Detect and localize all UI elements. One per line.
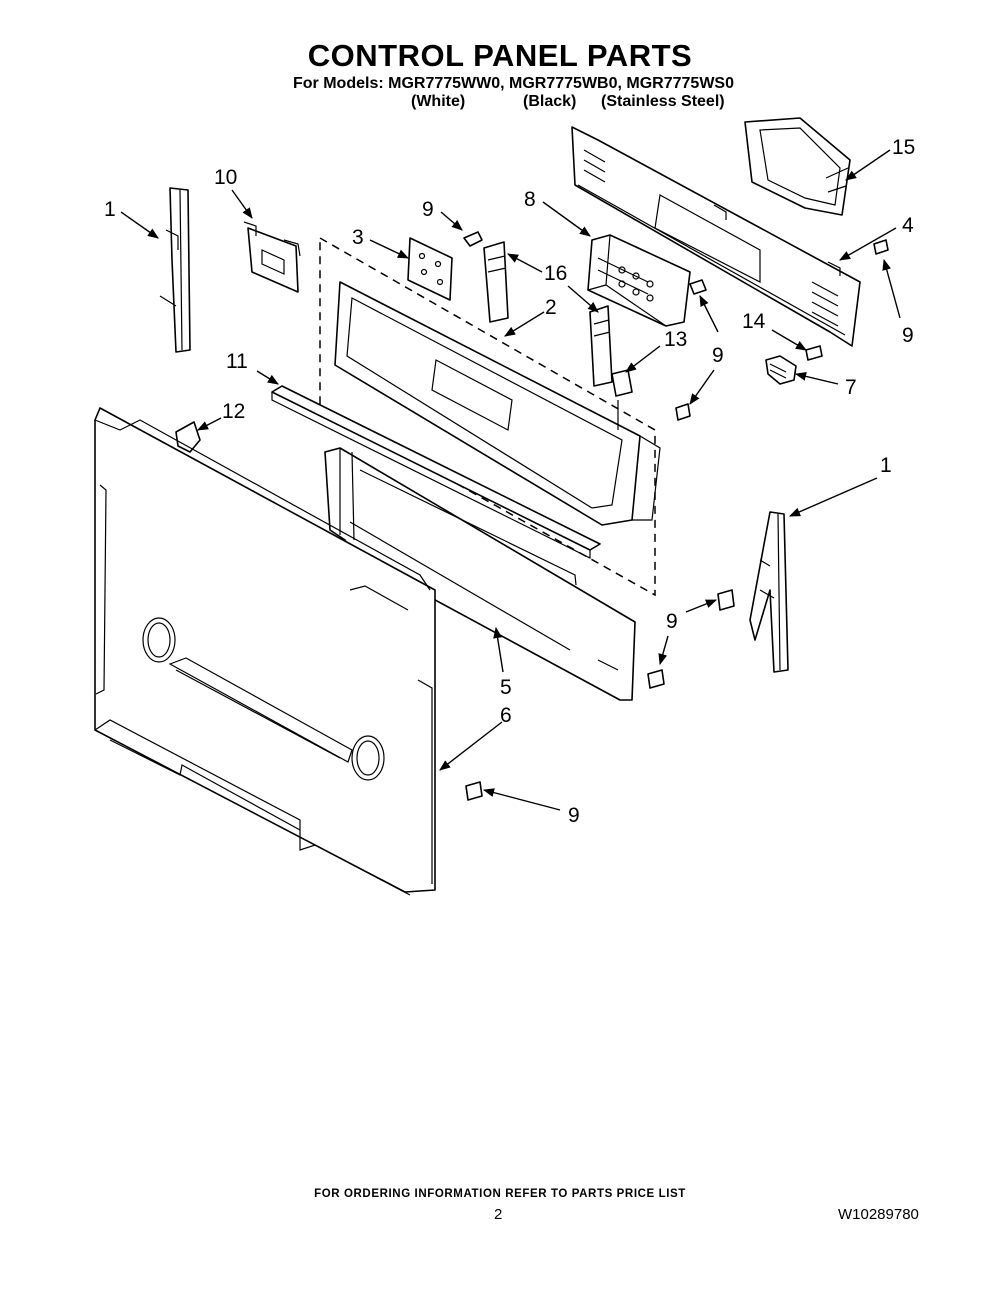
leader-lines <box>120 149 901 811</box>
part-2-control-panel <box>334 281 661 526</box>
part-11-trim-strip <box>271 385 601 559</box>
part-15-vent-bracket <box>744 117 851 216</box>
part-13-switch <box>611 369 633 430</box>
part-10-bracket <box>243 221 301 293</box>
part-8-electronic-control <box>587 234 691 327</box>
callout-7: 7 <box>845 376 857 399</box>
screw-parts <box>463 231 889 801</box>
callout-9-bottom: 9 <box>568 804 580 827</box>
part-5-channel <box>324 447 636 701</box>
part-7-clip <box>765 355 797 385</box>
part-16-ribbon-cables <box>483 241 613 387</box>
callout-4: 4 <box>902 214 914 237</box>
part-1-left-bracket <box>159 187 191 353</box>
part-6-front-panel <box>94 407 436 896</box>
part-12-clip <box>175 421 201 453</box>
page-number: 2 <box>494 1206 503 1223</box>
ordering-note: FOR ORDERING INFORMATION REFER TO PARTS … <box>314 1188 686 1200</box>
callout-9-lower: 9 <box>666 610 678 633</box>
models-line: For Models: MGR7775WW0, MGR7775WB0, MGR7… <box>293 75 734 92</box>
assembly-outline <box>319 236 656 597</box>
callout-12: 12 <box>222 400 245 423</box>
callout-11: 11 <box>226 350 248 373</box>
part-1-right-bracket <box>749 511 789 673</box>
callout-15: 15 <box>892 136 915 159</box>
callout-10: 10 <box>214 166 237 189</box>
callout-6: 6 <box>500 704 512 727</box>
callout-1-right: 1 <box>880 454 892 477</box>
part-3-board <box>407 237 453 301</box>
callout-8: 8 <box>524 188 536 211</box>
callout-1-left: 1 <box>104 198 116 221</box>
callout-14: 14 <box>742 310 766 333</box>
callout-3: 3 <box>352 226 364 249</box>
page-title: CONTROL PANEL PARTS <box>307 38 693 73</box>
callout-16: 16 <box>544 262 567 285</box>
callout-9-mid: 9 <box>712 344 724 367</box>
callout-2: 2 <box>545 296 557 319</box>
variant-stainless: (Stainless Steel) <box>601 93 725 110</box>
part-14-screw <box>805 345 823 361</box>
callout-9-top: 9 <box>422 198 434 221</box>
callout-13: 13 <box>664 328 687 351</box>
document-number: W10289780 <box>838 1206 919 1223</box>
callout-9-right: 9 <box>902 324 914 347</box>
variant-black: (Black) <box>523 93 577 110</box>
part-4-backguard <box>571 126 861 347</box>
variant-white: (White) <box>411 93 466 110</box>
callout-5: 5 <box>500 676 512 699</box>
